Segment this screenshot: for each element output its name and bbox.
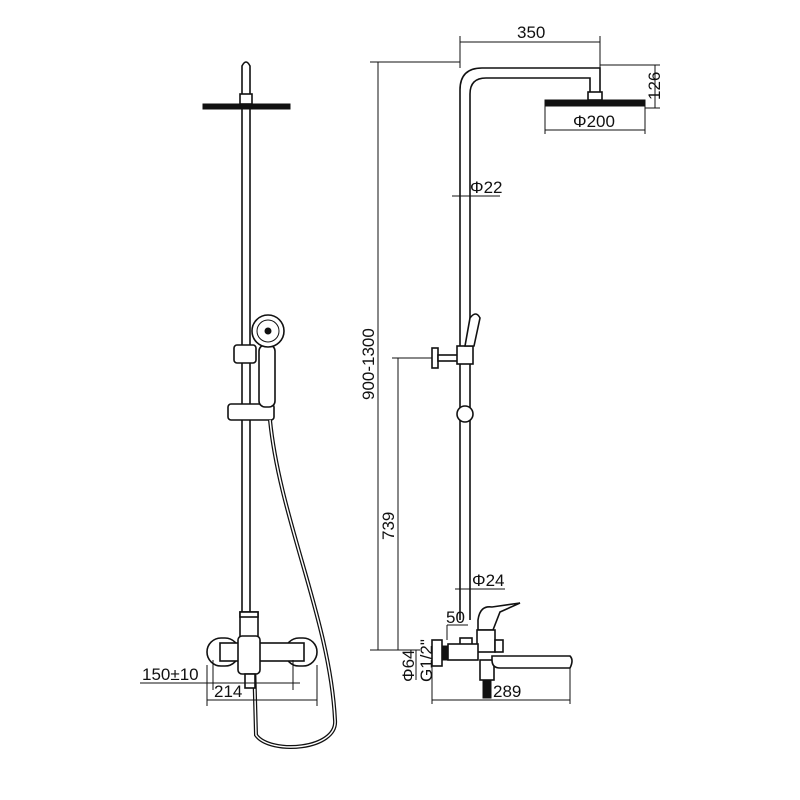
bracket-arm bbox=[437, 354, 459, 362]
mixer-bar bbox=[219, 642, 305, 662]
head-connector-side bbox=[587, 91, 603, 101]
riser-top-cap bbox=[241, 61, 251, 101]
hand-shower-handle bbox=[258, 344, 276, 408]
rain-head-side bbox=[544, 99, 646, 107]
mixer-body bbox=[237, 635, 261, 675]
dim-center-distance: 150±10 bbox=[142, 665, 199, 684]
hose bbox=[252, 419, 337, 749]
rain-head bbox=[202, 103, 291, 110]
mixer-body-side bbox=[476, 629, 496, 653]
holder-side bbox=[456, 345, 474, 365]
dim-thread: G1/2" bbox=[417, 639, 436, 682]
outlet-thread bbox=[482, 679, 492, 699]
slider-knob bbox=[456, 405, 474, 423]
thread bbox=[441, 645, 449, 661]
front-view: 150±10 214 bbox=[140, 61, 337, 749]
dim-pipe-lower: Φ24 bbox=[472, 571, 504, 590]
mixer-knob-side bbox=[494, 639, 504, 653]
arm-pipe bbox=[459, 67, 601, 620]
wall-bracket bbox=[431, 347, 439, 369]
dim-spout-length: 289 bbox=[493, 682, 521, 701]
head-connector bbox=[239, 93, 253, 105]
hand-shower-side bbox=[464, 313, 481, 347]
mixer-outlet bbox=[244, 673, 256, 689]
dim-head-diameter: Φ200 bbox=[573, 112, 615, 131]
mixer-lever-side bbox=[477, 602, 521, 631]
drawing-part bbox=[253, 419, 336, 748]
mixer-top-ring bbox=[239, 611, 259, 618]
hand-shower-center bbox=[264, 327, 272, 335]
dim-total-height: 900-1300 bbox=[359, 328, 378, 400]
dim-flange-diameter: Φ64 bbox=[399, 650, 418, 682]
hand-shower-face bbox=[256, 319, 280, 343]
dim-mixer-width: 214 bbox=[214, 682, 242, 701]
holder bbox=[233, 344, 257, 364]
dim-offset: 50 bbox=[446, 608, 465, 627]
dim-arm-length: 350 bbox=[517, 23, 545, 42]
side-view: 350 126 Φ200 Φ22 900-1300 739 Φ24 289 bbox=[359, 23, 664, 704]
spout bbox=[491, 655, 573, 669]
eccentric bbox=[447, 643, 479, 661]
dim-holder-height: 739 bbox=[379, 512, 398, 540]
slider-bracket bbox=[227, 403, 275, 421]
dim-pipe-upper: Φ22 bbox=[470, 178, 502, 197]
dim-head-height: 126 bbox=[645, 72, 664, 100]
